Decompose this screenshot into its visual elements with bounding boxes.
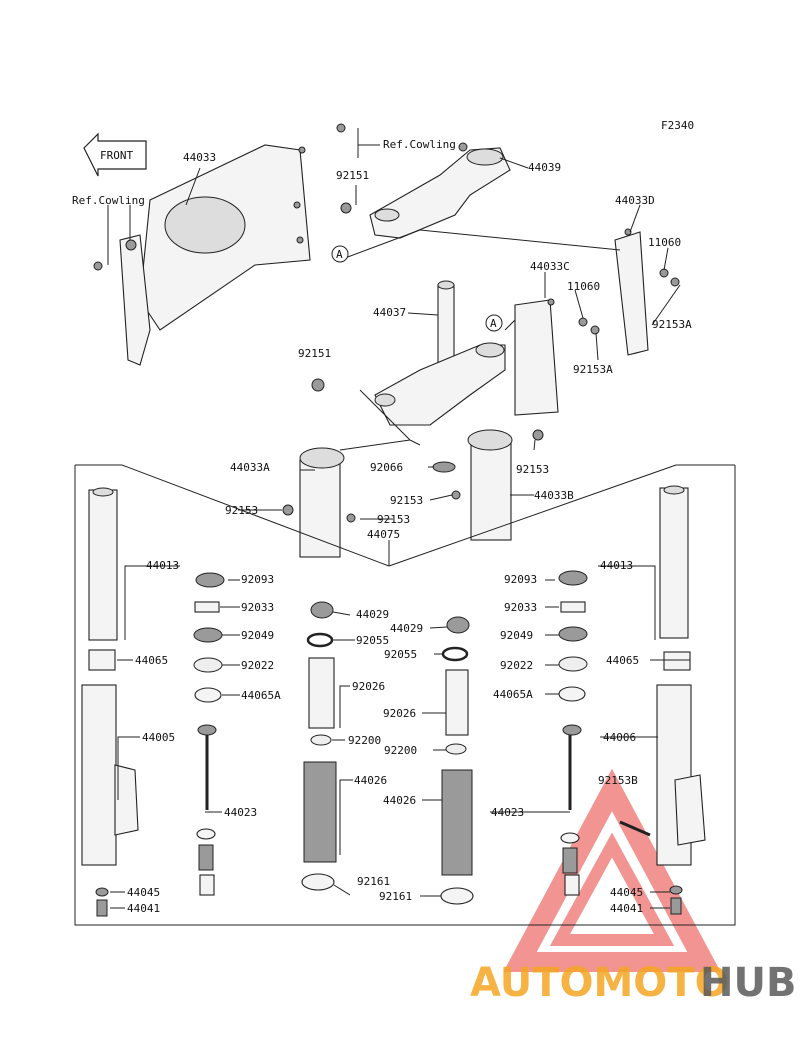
callout-44045-left: 44045 — [127, 886, 160, 899]
callout-92153-low: 92153 — [377, 513, 410, 526]
callout-44045-right: 44045 — [610, 886, 643, 899]
callout-92151-mid: 92151 — [298, 347, 331, 360]
leader-lines — [107, 128, 690, 909]
side-cover-44033C — [514, 298, 600, 416]
callout-92153A-mid: 92153A — [573, 363, 613, 376]
callout-92026-left: 92026 — [352, 680, 385, 693]
callout-44026-left: 44026 — [354, 774, 387, 787]
ref-marker-A-mid-label: A — [490, 317, 497, 330]
callout-92022-right: 92022 — [500, 659, 533, 672]
callout-44065-right: 44065 — [606, 654, 639, 667]
callout-92093-left: 92093 — [241, 573, 274, 586]
front-arrow-icon: FRONT — [83, 132, 147, 177]
callout-92200-right: 92200 — [384, 744, 417, 757]
callout-92161-left: 92161 — [357, 875, 390, 888]
callout-92153-right: 92153 — [516, 463, 549, 476]
callout-92153B: 92153B — [598, 774, 638, 787]
watermark-text: AUTOMOTO HUB — [470, 960, 796, 1006]
callout-92153-center: 92153 — [390, 494, 423, 507]
callout-44065-left: 44065 — [135, 654, 168, 667]
watermark-part1: AUTOMOTO — [470, 960, 729, 1006]
figure-code: F2340 — [661, 119, 694, 132]
callout-44041-left: 44041 — [127, 902, 160, 915]
callout-92153-left: 92153 — [225, 504, 258, 517]
fork-cover-44033A — [282, 447, 356, 558]
callout-44033: 44033 — [183, 151, 216, 164]
callout-92153A-right: 92153A — [652, 318, 692, 331]
callout-92200-left: 92200 — [348, 734, 381, 747]
callout-92033-left: 92033 — [241, 601, 274, 614]
ref-marker-A-left-label: A — [336, 248, 343, 261]
inner-cover-44033 — [93, 123, 346, 366]
callout-44023-right: 44023 — [491, 806, 524, 819]
callout-92055-left: 92055 — [356, 634, 389, 647]
callout-44026-right: 44026 — [383, 794, 416, 807]
callout-44005: 44005 — [142, 731, 175, 744]
fork-cover-44033B — [451, 429, 544, 541]
callout-11060-right: 11060 — [648, 236, 681, 249]
callout-44029-right: 44029 — [390, 622, 423, 635]
front-label: FRONT — [100, 149, 133, 162]
callout-44033B: 44033B — [534, 489, 574, 502]
callout-92049-right: 92049 — [500, 629, 533, 642]
callout-44023-left: 44023 — [224, 806, 257, 819]
watermark-part2: HUB — [700, 960, 796, 1006]
callout-92151-top: 92151 — [336, 169, 369, 182]
callout-11060-mid: 11060 — [567, 280, 600, 293]
callout-44033D: 44033D — [615, 194, 655, 207]
callout-92022-left: 92022 — [241, 659, 274, 672]
callout-labels: 44033 Ref.Cowling Ref.Cowling 44039 9215… — [72, 138, 692, 915]
callout-ref-cowling-top: Ref.Cowling — [383, 138, 456, 151]
callout-44065A-right: 44065A — [493, 688, 533, 701]
callout-92049-left: 92049 — [241, 629, 274, 642]
stem-and-lower-bracket-44037 — [311, 280, 506, 473]
callout-44033C: 44033C — [530, 260, 570, 273]
callout-44065A-left: 44065A — [241, 689, 281, 702]
callout-44029-left: 44029 — [356, 608, 389, 621]
left-fork-assembly — [81, 487, 225, 917]
callout-92055-right: 92055 — [384, 648, 417, 661]
center-spring-columns — [301, 601, 474, 905]
callout-44075: 44075 — [367, 528, 400, 541]
callout-44006: 44006 — [603, 731, 636, 744]
callout-92093-right: 92093 — [504, 573, 537, 586]
callout-44013-right: 44013 — [600, 559, 633, 572]
callout-44041-right: 44041 — [610, 902, 643, 915]
callout-ref-cowling-left: Ref.Cowling — [72, 194, 145, 207]
callout-92161-right: 92161 — [379, 890, 412, 903]
callout-44037: 44037 — [373, 306, 406, 319]
callout-92033-right: 92033 — [504, 601, 537, 614]
callout-92066: 92066 — [370, 461, 403, 474]
side-cover-44033D — [614, 228, 680, 356]
upper-bracket-44039 — [340, 142, 511, 239]
ref-marker-A-left: A — [331, 245, 349, 263]
callout-44033A: 44033A — [230, 461, 270, 474]
callout-44013-left: 44013 — [146, 559, 179, 572]
callout-92026-right: 92026 — [383, 707, 416, 720]
callout-44039: 44039 — [528, 161, 561, 174]
ref-marker-A-mid: A — [485, 314, 503, 332]
right-fork-assembly — [558, 485, 706, 915]
assembly-frame-lines — [74, 464, 736, 926]
